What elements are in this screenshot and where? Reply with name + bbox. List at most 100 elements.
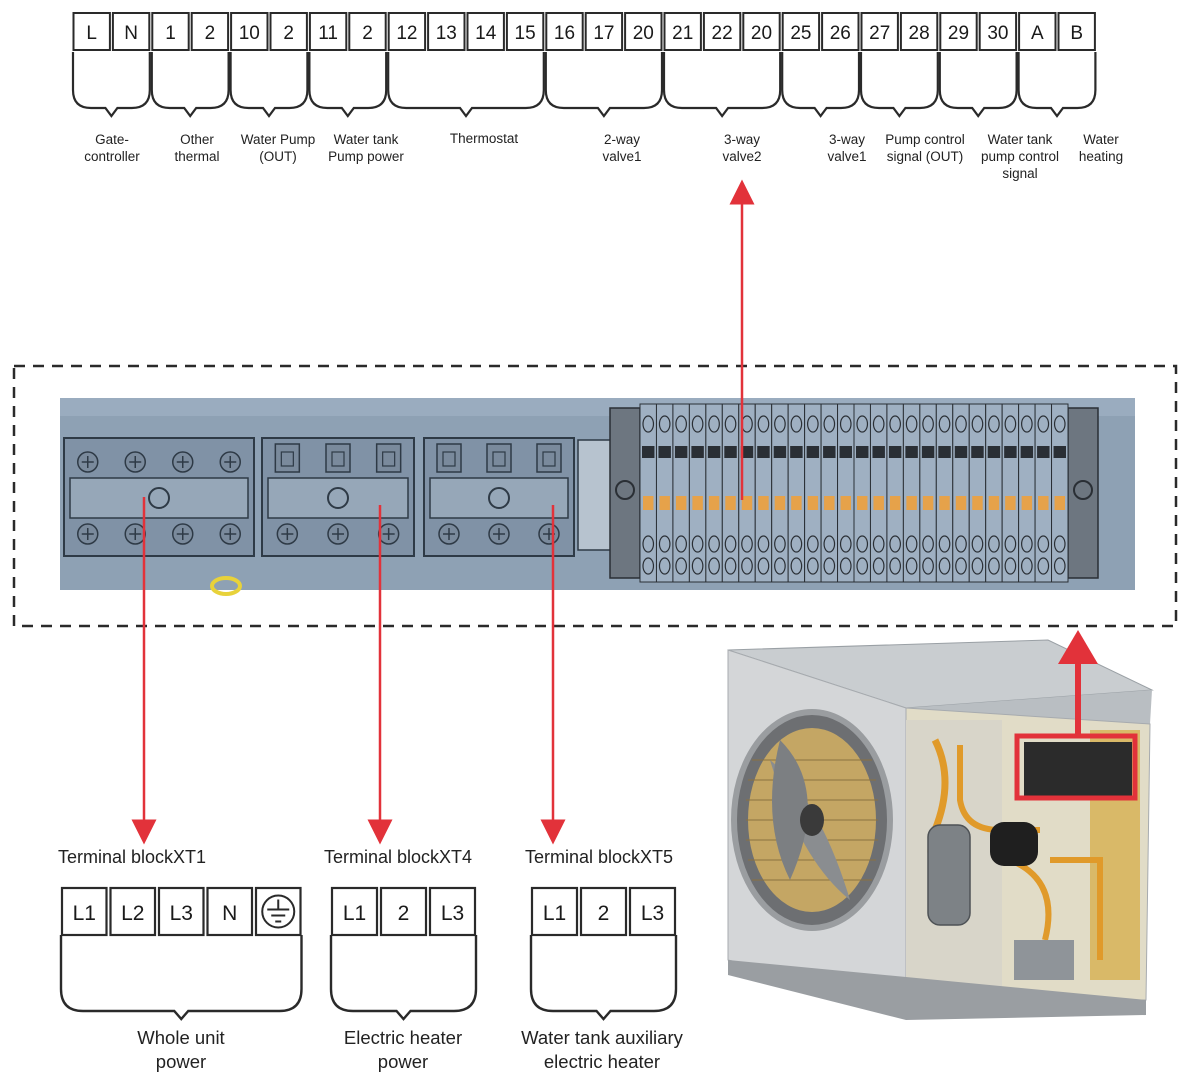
block-title: Terminal blockXT1 [58, 847, 207, 867]
breaker-block [423, 437, 575, 557]
top-terminal-cell: L [72, 12, 111, 51]
top-group-label: Water tank Pump power [328, 132, 404, 164]
group-bracket [229, 52, 309, 118]
top-terminal-cell: 21 [663, 12, 702, 51]
top-terminal-label: 2 [283, 23, 294, 44]
top-terminal-label: L [86, 23, 97, 44]
top-terminal-cell: 22 [702, 12, 742, 51]
block-caption: Electric heater power [343, 1027, 463, 1072]
din-terminal [1001, 403, 1020, 583]
group-bracket [1017, 52, 1097, 118]
top-terminal-cell: 15 [505, 12, 545, 51]
din-terminal [869, 403, 888, 583]
din-terminal [820, 403, 839, 583]
top-terminal-cell: 29 [939, 12, 978, 51]
block-title: Terminal blockXT5 [525, 847, 674, 867]
top-terminal-cell: 30 [978, 12, 1018, 51]
block-title: Terminal blockXT4 [324, 847, 473, 867]
top-group-label: 3-way valve2 [722, 132, 762, 164]
top-terminal-cell: 16 [545, 12, 584, 51]
top-terminal-cell: 12 [387, 12, 427, 51]
block-terminal-label: 2 [598, 902, 610, 925]
top-terminal-cell: 2 [190, 12, 230, 51]
top-terminal-label: 20 [633, 23, 654, 44]
din-terminal [639, 403, 657, 583]
din-terminal [754, 403, 773, 583]
din-terminal [1034, 403, 1053, 583]
top-terminal-cell: 1 [151, 12, 190, 51]
block-terminal-label: 2 [398, 902, 410, 925]
din-terminal [886, 403, 904, 583]
top-terminal-label: 12 [396, 23, 417, 44]
din-terminal [705, 403, 723, 583]
end-bracket [1067, 407, 1099, 579]
top-terminal-cell: 10 [230, 12, 269, 51]
top-group-label: Water heating [1078, 132, 1124, 164]
top-terminal-label: 10 [239, 23, 260, 44]
group-bracket [938, 52, 1018, 118]
din-terminal [853, 403, 871, 583]
top-terminal-cell: N [111, 12, 151, 51]
top-terminal-label: 11 [318, 23, 338, 44]
top-terminal-label: B [1070, 23, 1083, 44]
din-terminal [721, 403, 740, 583]
din-terminal [902, 403, 921, 583]
block-terminal-label: L3 [170, 902, 193, 925]
top-terminal-label: 26 [830, 23, 851, 44]
din-terminal [787, 403, 806, 583]
breaker-block [261, 437, 415, 557]
din-terminal [1018, 403, 1036, 583]
top-terminal-cell: 17 [584, 12, 624, 51]
top-terminal-label: 29 [948, 23, 969, 44]
terminal-panel-illustration [60, 398, 1135, 596]
group-bracket [150, 52, 230, 118]
group-bracket [71, 52, 151, 118]
top-group-label: Other thermal [174, 132, 220, 164]
top-terminal-label: 25 [790, 23, 811, 44]
din-terminal [968, 403, 987, 583]
ground-terminal [210, 576, 242, 596]
group-bracket [781, 52, 861, 118]
top-terminal-cell: 13 [427, 12, 466, 51]
din-terminal [952, 403, 970, 583]
terminal-panel-frame [12, 364, 1178, 628]
block-body [59, 935, 303, 1021]
din-terminal [672, 403, 690, 583]
top-terminal-label: 27 [869, 23, 890, 44]
top-terminal-cell: 20 [742, 12, 781, 51]
top-group-label: 2-way valve1 [602, 132, 642, 164]
top-terminal-cell: 14 [466, 12, 505, 51]
end-bracket [609, 407, 641, 579]
group-bracket [308, 52, 388, 118]
din-terminal [935, 403, 954, 583]
group-bracket [387, 52, 545, 118]
top-terminal-cell: 28 [899, 12, 939, 51]
top-group-label: Pump control signal (OUT) [885, 132, 965, 164]
top-terminal-label: 28 [909, 23, 930, 44]
top-group-label: Water tank pump control signal [980, 132, 1060, 181]
top-terminal-cell: 26 [821, 12, 860, 51]
top-terminal-label: 16 [554, 23, 575, 44]
group-bracket [859, 52, 939, 118]
top-terminal-label: 17 [593, 23, 614, 44]
top-terminal-cell: 20 [624, 12, 663, 51]
top-group-label: Thermostat [449, 131, 519, 146]
top-terminal-label: 2 [362, 23, 373, 44]
top-terminal-label: N [124, 23, 138, 44]
arrow-head-to-panel [1058, 630, 1098, 664]
top-terminal-label: 2 [205, 23, 216, 44]
group-bracket [544, 52, 664, 118]
top-group-label: Gate- controller [84, 132, 140, 164]
din-terminal [804, 403, 822, 583]
top-terminal-cell: 11 [308, 12, 348, 51]
top-terminal-label: 20 [751, 23, 772, 44]
din-terminal [1051, 403, 1069, 583]
top-terminal-label: 1 [165, 23, 176, 44]
block-terminal-label: L3 [641, 902, 664, 925]
